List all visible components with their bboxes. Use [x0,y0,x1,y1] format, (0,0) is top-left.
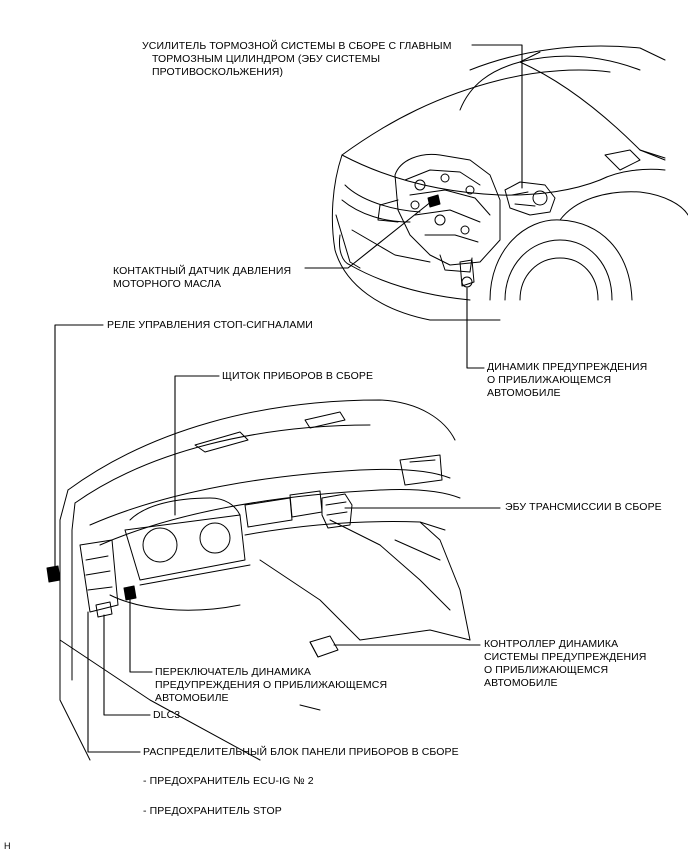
label-fuse-ecu-ig: - ПРЕДОХРАНИТЕЛЬ ECU-IG № 2 [143,775,314,788]
label-stop-relay: РЕЛЕ УПРАВЛЕНИЯ СТОП-СИГНАЛАМИ [107,319,313,332]
label-line: H [4,841,11,851]
label-line: О ПРИБЛИЖАЮЩЕМСЯ [487,374,612,386]
label-line: РЕЛЕ УПРАВЛЕНИЯ СТОП-СИГНАЛАМИ [107,319,313,331]
speaker-controller-illustration [309,635,339,658]
label-line: ПЕРЕКЛЮЧАТЕЛЬ ДИНАМИКА [155,666,311,678]
label-oil-pressure-switch: КОНТАКТНЫЙ ДАТЧИК ДАВЛЕНИЯ МОТОРНОГО МАС… [113,265,291,291]
label-line: КОНТРОЛЛЕР ДИНАМИКА [484,638,619,650]
stop-relay-illustration [46,565,61,583]
label-line: - ПРЕДОХРАНИТЕЛЬ ECU-IG № 2 [143,775,314,787]
label-line: ТОРМОЗНЫМ ЦИЛИНДРОМ (ЭБУ СИСТЕМЫ [152,53,381,65]
label-line: СИСТЕМЫ ПРЕДУПРЕЖДЕНИЯ [484,651,647,663]
label-line: КОНТАКТНЫЙ ДАТЧИК ДАВЛЕНИЯ [113,265,292,277]
label-transmission-ecu: ЭБУ ТРАНСМИССИИ В СБОРЕ [505,501,662,514]
dashboard-illustration [59,399,471,761]
label-line: АВТОМОБИЛЕ [487,387,561,399]
label-speaker-controller: КОНТРОЛЛЕР ДИНАМИКА СИСТЕМЫ ПРЕДУПРЕЖДЕН… [484,638,646,690]
label-line: АВТОМОБИЛЕ [484,677,558,689]
label-line: РАСПРЕДЕЛИТЕЛЬНЫЙ БЛОК ПАНЕЛИ ПРИБОРОВ В… [143,746,459,758]
label-combination-meter: ЩИТОК ПРИБОРОВ В СБОРЕ [222,370,373,383]
label-speaker-switch: ПЕРЕКЛЮЧАТЕЛЬ ДИНАМИКА ПРЕДУПРЕЖДЕНИЯ О … [155,666,387,705]
label-junction-block: РАСПРЕДЕЛИТЕЛЬНЫЙ БЛОК ПАНЕЛИ ПРИБОРОВ В… [143,746,459,759]
label-line: О ПРИБЛИЖАЮЩЕМСЯ [484,664,609,676]
label-approach-speaker: ДИНАМИК ПРЕДУПРЕЖДЕНИЯ О ПРИБЛИЖАЮЩЕМСЯ … [487,361,647,400]
label-line: АВТОМОБИЛЕ [155,692,229,704]
leader-lines [54,44,523,753]
label-line: ДИНАМИК ПРЕДУПРЕЖДЕНИЯ [487,361,648,373]
label-line: ПРЕДУПРЕЖДЕНИЯ О ПРИБЛИЖАЮЩЕМСЯ [155,679,388,691]
label-line: - ПРЕДОХРАНИТЕЛЬ STOP [143,805,282,817]
label-line: ЩИТОК ПРИБОРОВ В СБОРЕ [222,370,374,382]
label-line: ЭБУ ТРАНСМИССИИ В СБОРЕ [505,501,662,513]
brake-booster-illustration [504,181,556,216]
approach-speaker-illustration [459,259,475,288]
label-line: МОТОРНОГО МАСЛА [113,278,222,290]
oil-pressure-switch-illustration [427,194,441,208]
car-front-illustration [331,45,688,321]
label-brake-booster: УСИЛИТЕЛЬ ТОРМОЗНОЙ СИСТЕМЫ В СБОРЕ С ГЛ… [142,40,452,79]
label-dlc3: DLC3 [153,709,180,722]
label-line: УСИЛИТЕЛЬ ТОРМОЗНОЙ СИСТЕМЫ В СБОРЕ С ГЛ… [142,40,452,52]
dlc3-illustration [95,601,113,618]
label-line: DLC3 [153,709,181,721]
page-code: H [4,840,11,853]
label-fuse-stop: - ПРЕДОХРАНИТЕЛЬ STOP [143,805,282,818]
transmission-ecu-illustration [321,493,353,529]
engine-illustration [377,153,501,273]
speaker-switch-illustration [123,585,137,601]
label-line: ПРОТИВОСКОЛЬЖЕНИЯ) [152,66,284,78]
